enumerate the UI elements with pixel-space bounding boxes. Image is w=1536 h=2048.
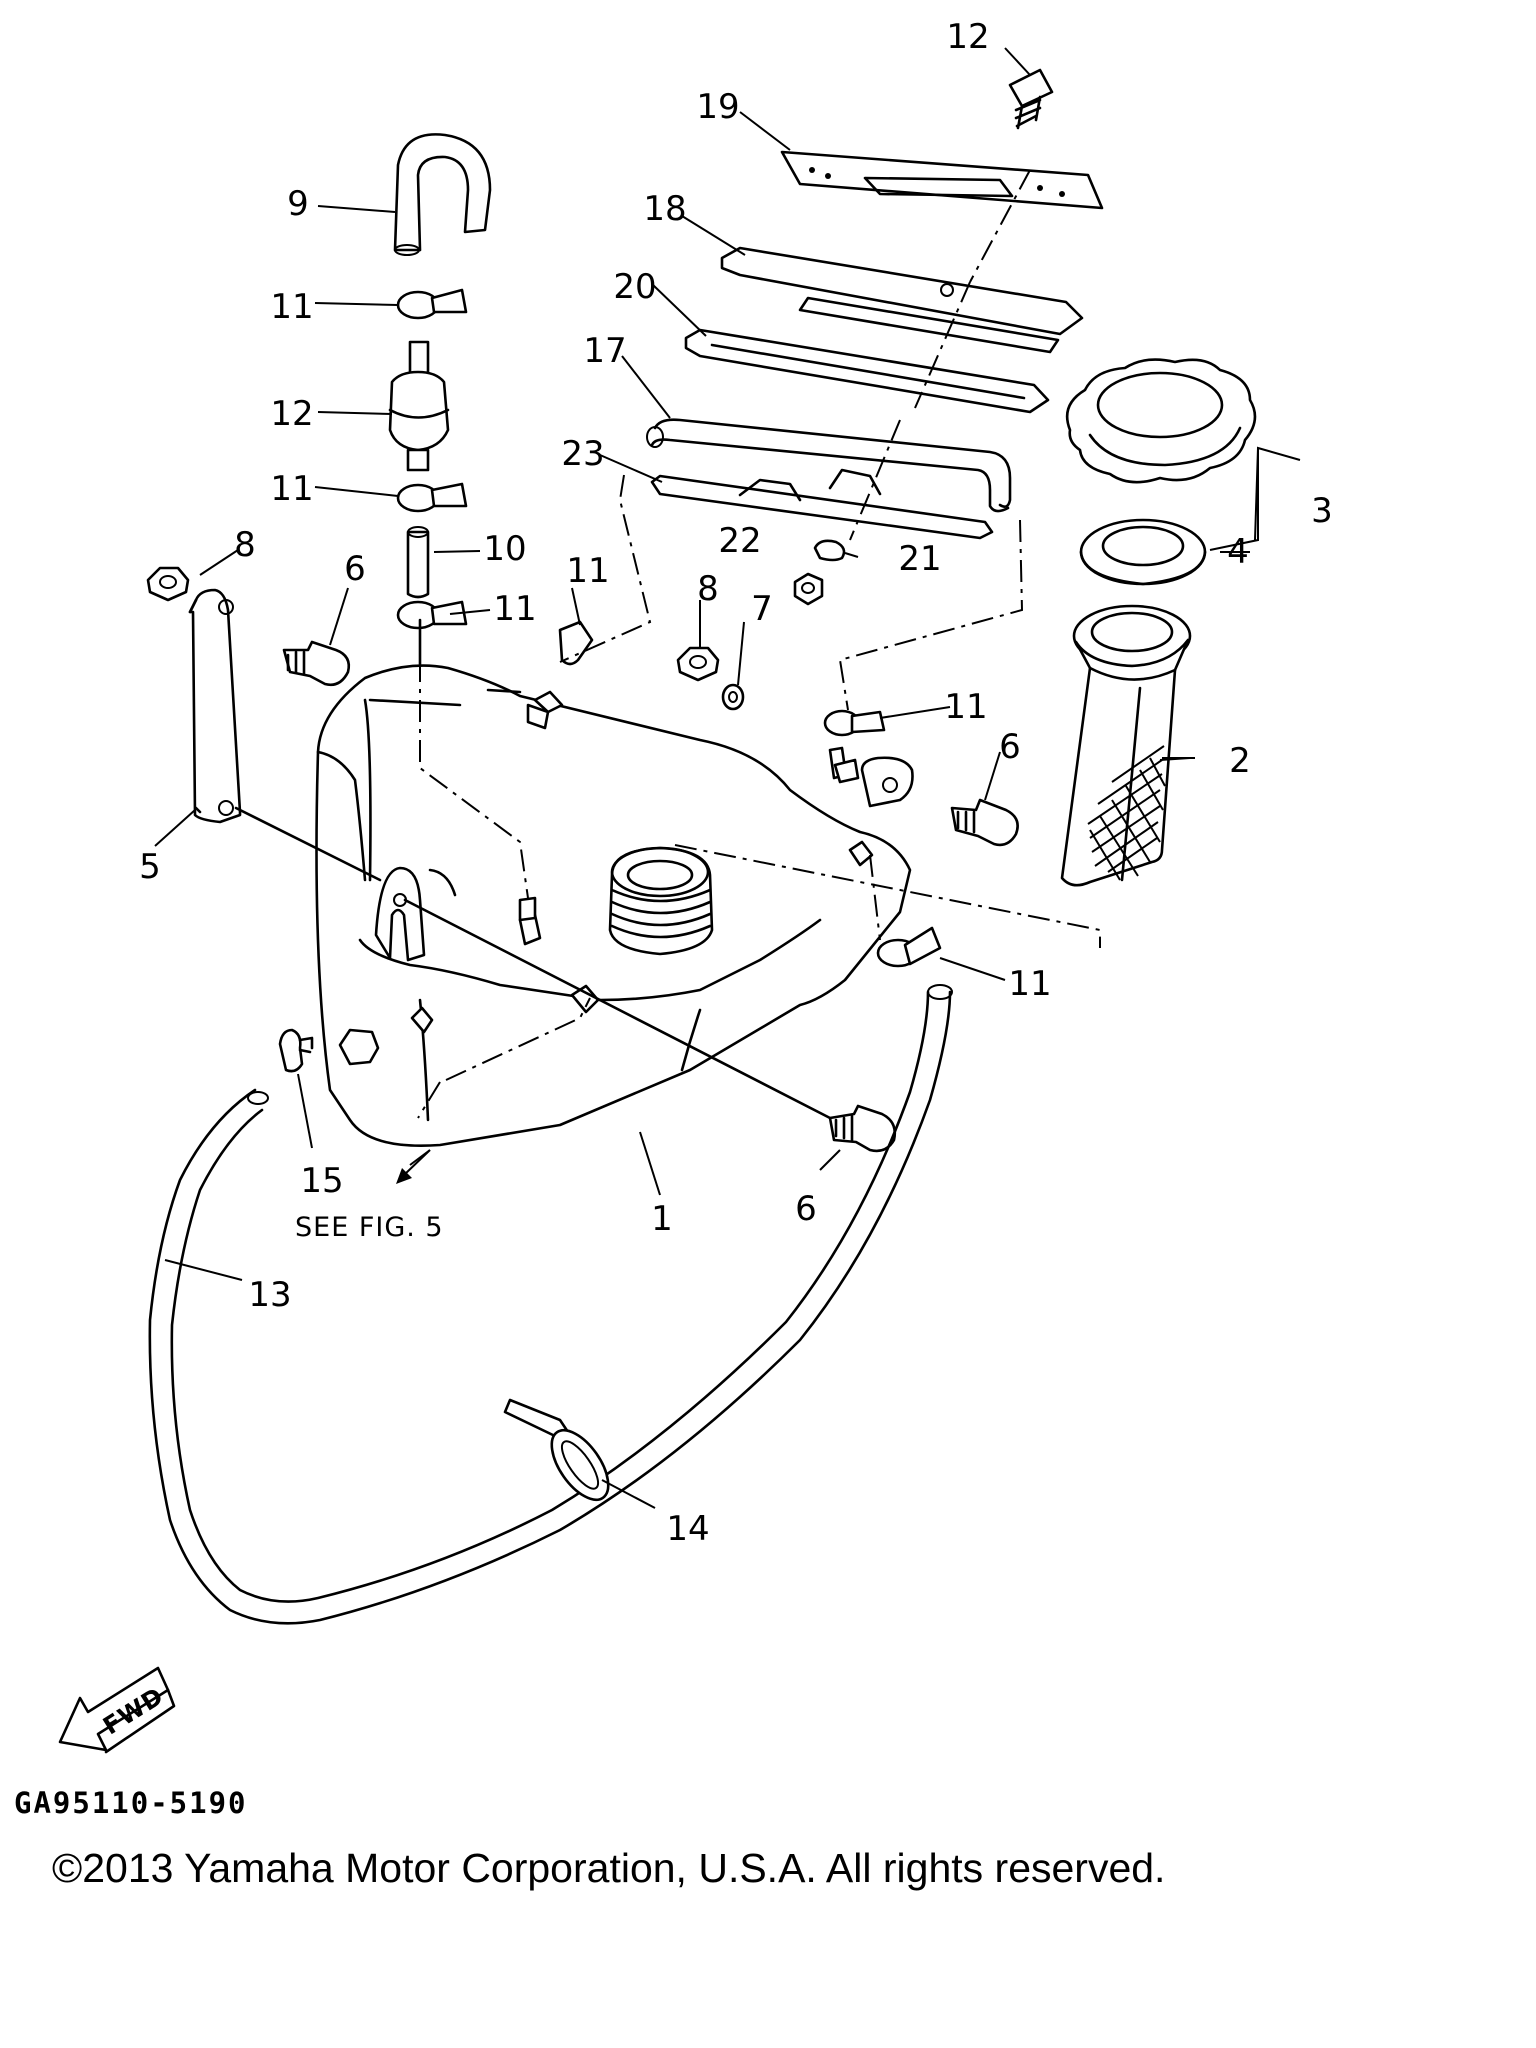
- part-22-nut: [793, 572, 824, 606]
- part-3-filler-cap: [1065, 358, 1257, 484]
- part-4-gasket: [1079, 518, 1207, 586]
- callout-17: 18: [643, 189, 686, 229]
- callout-23: 23: [561, 434, 604, 474]
- part-11-clamp-5: [823, 709, 886, 737]
- callout-7: 7: [751, 589, 773, 629]
- part-21-clip: [813, 539, 846, 562]
- callout-21: 21: [898, 539, 941, 579]
- part-6-bolt-left: [282, 640, 351, 687]
- callout-5: 5: [139, 847, 161, 887]
- part-11-clamp-4: [558, 620, 594, 666]
- callout-11e: 11: [944, 687, 987, 727]
- callout-8-center: 8: [697, 569, 719, 609]
- callout-9: 9: [287, 184, 309, 224]
- strainer-mesh: [1087, 745, 1166, 881]
- part-7-washer: [721, 683, 745, 711]
- callout-2: 2: [1229, 741, 1251, 781]
- tank-right-bracket: [860, 756, 914, 808]
- callout-labels: 12 19 18 20 17 23 9 11 12 12 11 10 11 11…: [139, 17, 1333, 1315]
- callout-4: 4: [1227, 532, 1249, 572]
- copyright-notice: ©2013 Yamaha Motor Corporation, U.S.A. A…: [52, 1845, 1166, 1891]
- part-9-hose: [393, 133, 492, 256]
- leader-lines: [154, 47, 1301, 1509]
- part-20-screw: [1008, 68, 1054, 130]
- see-fig-arrow: [396, 1149, 431, 1184]
- part-2-strainer: [1060, 604, 1192, 887]
- part-11-clamp-3: [396, 600, 468, 630]
- part-14-tie: [503, 1398, 610, 1502]
- part-23-bracket: [650, 468, 994, 540]
- callout-12-label: 12: [270, 394, 313, 434]
- part-15-clip: [278, 1028, 314, 1073]
- tank-left-bracket: [374, 866, 426, 962]
- callout-11f: 11: [1008, 964, 1051, 1004]
- callout-6-bottom: 6: [795, 1189, 817, 1229]
- callout-10: 10: [483, 529, 526, 569]
- callout-11b: 11: [270, 469, 313, 509]
- assembly-lines: [417, 169, 1101, 1119]
- strap-lines: [234, 618, 832, 1120]
- callout-11a: 11: [270, 287, 313, 327]
- callout-11d: 11: [566, 551, 609, 591]
- tank-nipples: [338, 690, 874, 1066]
- callout-13: 13: [248, 1275, 291, 1315]
- part-8-nut-left: [146, 566, 190, 602]
- callout-18: 19: [696, 87, 739, 127]
- callout-8-left: 8: [234, 525, 256, 565]
- callout-14-visible: 14: [666, 1509, 709, 1549]
- callout-6-left: 6: [344, 549, 366, 589]
- callout-3: 3: [1311, 491, 1333, 531]
- part-11-clamp-2: [396, 482, 468, 513]
- diagram-code: GA95110-5190: [14, 1786, 248, 1820]
- part-11-clamp-1: [396, 288, 468, 320]
- part-6-bolt-right: [950, 798, 1019, 847]
- part-5-strap: [188, 588, 242, 824]
- part-17-plate: [720, 246, 1084, 354]
- callout-22: 22: [718, 521, 761, 561]
- callout-19: 20: [613, 267, 656, 307]
- callout-16: 17: [583, 331, 626, 371]
- part-18-plate: [780, 150, 1104, 210]
- callout-15: 15: [300, 1161, 343, 1201]
- part-12-filter: [388, 340, 450, 472]
- see-fig-note: SEE FIG. 5: [295, 1212, 444, 1243]
- part-6-bolt-bottom: [828, 1104, 897, 1153]
- callout-1: 1: [651, 1199, 673, 1239]
- part-8-nut-center: [676, 646, 720, 682]
- callout-20: 12: [946, 17, 989, 57]
- fwd-arrow: FWD: [58, 1666, 176, 1754]
- part-19-gasket: [684, 328, 1050, 414]
- tank-filler-neck: [608, 846, 714, 956]
- callout-6-right: 6: [999, 727, 1021, 767]
- callout-11c: 11: [493, 589, 536, 629]
- part-16-hose: [646, 418, 1012, 513]
- part-13-hose: [148, 984, 953, 1625]
- part-11-clamp-6: [876, 926, 942, 968]
- part-10-pipe: [406, 526, 430, 599]
